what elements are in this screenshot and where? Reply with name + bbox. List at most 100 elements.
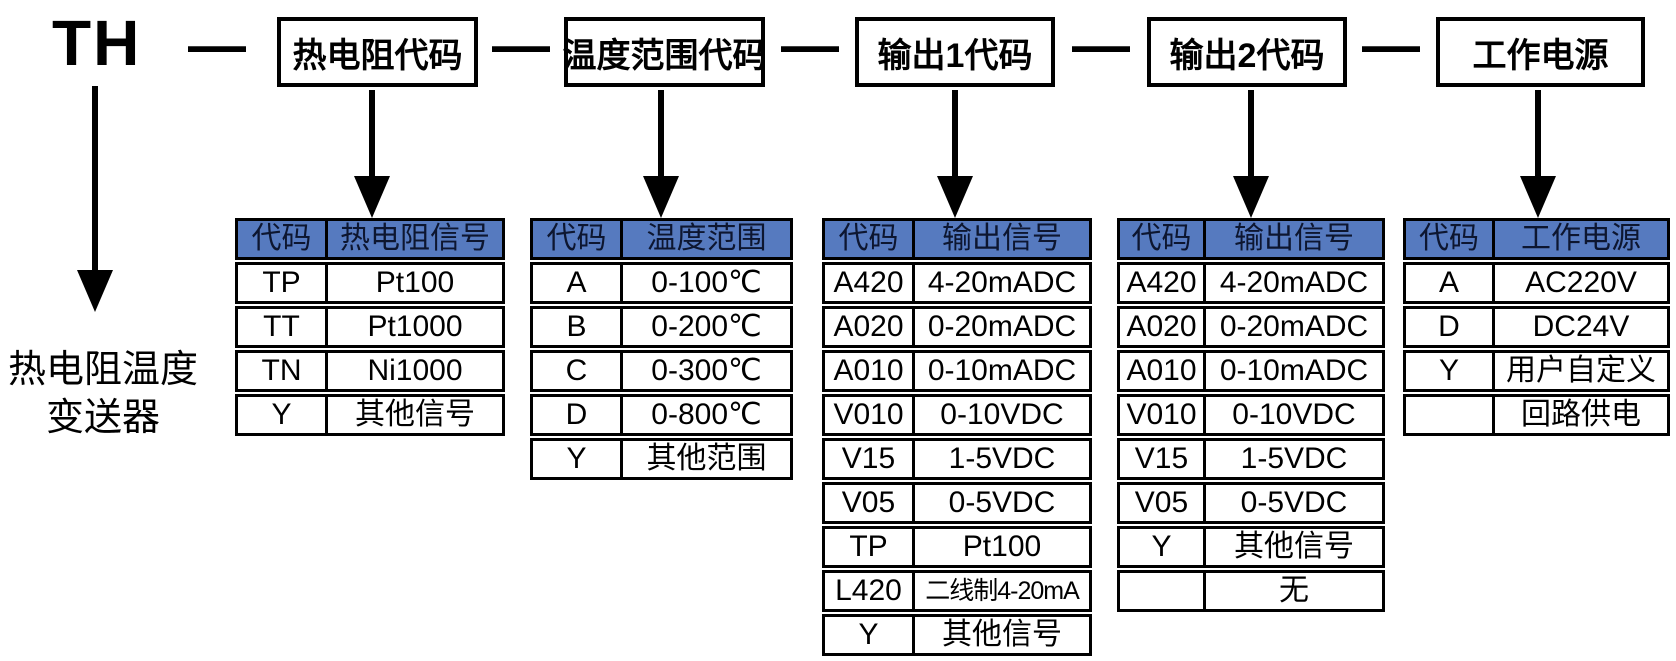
down-arrow-icon bbox=[77, 270, 113, 312]
segment-box-label: 工作电源 bbox=[1472, 36, 1609, 75]
code-cell: A020 bbox=[825, 309, 915, 345]
code-cell: D bbox=[533, 397, 623, 433]
code-cell: A bbox=[1406, 265, 1495, 301]
table-header-row: 代码输出信号 bbox=[1117, 218, 1385, 260]
code-cell: V15 bbox=[1120, 441, 1206, 477]
code-cell: 代码 bbox=[238, 221, 328, 257]
code-cell: 代码 bbox=[825, 221, 915, 257]
code-cell: Y bbox=[1406, 353, 1495, 389]
code-cell: Y bbox=[1120, 529, 1206, 565]
value-cell: 1-5VDC bbox=[948, 442, 1056, 475]
table-row: A020 0-20mADC bbox=[1117, 306, 1385, 348]
value-cell: 0-800℃ bbox=[651, 398, 762, 431]
value-cell: 输出信号 bbox=[1234, 222, 1354, 255]
code-cell: A420 bbox=[1120, 265, 1206, 301]
down-arrow-icon bbox=[643, 176, 679, 218]
down-arrow-icon bbox=[92, 86, 98, 272]
code-cell: Y bbox=[533, 441, 623, 477]
value-cell: 其他信号 bbox=[355, 398, 475, 431]
value-cell: 无 bbox=[1279, 574, 1309, 607]
table-row: A 0-100℃ bbox=[530, 262, 793, 304]
table-row: Y 其他信号 bbox=[235, 394, 505, 436]
table-row: V15 1-5VDC bbox=[1117, 438, 1385, 480]
product-name-label: 热电阻温度 变送器 bbox=[0, 346, 206, 442]
code-cell: D bbox=[1406, 309, 1495, 345]
code-cell: 代码 bbox=[533, 221, 623, 257]
code-cell: A bbox=[533, 265, 623, 301]
segment-box-label: 热电阻代码 bbox=[292, 36, 463, 75]
code-cell: V010 bbox=[1120, 397, 1206, 433]
table-row: A420 4-20mADC bbox=[1117, 262, 1385, 304]
code-cell bbox=[1406, 397, 1495, 433]
value-cell: 0-100℃ bbox=[651, 266, 762, 299]
segment-box-power-supply: 工作电源 bbox=[1436, 17, 1645, 87]
code-cell: A020 bbox=[1120, 309, 1206, 345]
table-row: L420 二线制4-20mA bbox=[822, 570, 1092, 612]
code-cell: TP bbox=[238, 265, 328, 301]
table-row: 回路供电 bbox=[1403, 394, 1670, 436]
code-cell: Y bbox=[825, 617, 915, 653]
value-cell: Pt100 bbox=[375, 266, 455, 299]
table-row: A010 0-10mADC bbox=[822, 350, 1092, 392]
value-cell: 回路供电 bbox=[1521, 398, 1641, 431]
down-arrow-icon bbox=[1248, 90, 1254, 178]
table-row: TP Pt100 bbox=[235, 262, 505, 304]
code-cell: TT bbox=[238, 309, 328, 345]
down-arrow-icon bbox=[1233, 176, 1269, 218]
value-cell: 0-5VDC bbox=[1240, 486, 1348, 519]
down-arrow-icon bbox=[1535, 90, 1541, 178]
value-cell: Ni1000 bbox=[367, 354, 463, 387]
output2-code-table: 代码输出信号 A420 4-20mADC A020 0-20mADC A010 0-10mA… bbox=[1117, 218, 1385, 614]
code-cell: L420 bbox=[825, 573, 915, 609]
code-cell: V15 bbox=[825, 441, 915, 477]
value-cell: AC220V bbox=[1525, 266, 1637, 299]
value-cell: 0-20mADC bbox=[927, 310, 1077, 343]
table-header-row: 代码温度范围 bbox=[530, 218, 793, 260]
table-row: V05 0-5VDC bbox=[1117, 482, 1385, 524]
model-prefix: TH bbox=[52, 7, 142, 79]
segment-box-temp-range-code: 温度范围代码 bbox=[562, 17, 767, 87]
value-cell: 0-10VDC bbox=[940, 398, 1064, 431]
code-cell: 代码 bbox=[1406, 221, 1495, 257]
value-cell: 其他信号 bbox=[942, 618, 1062, 651]
code-cell: Y bbox=[238, 397, 328, 433]
code-cell: A010 bbox=[825, 353, 915, 389]
value-cell: 其他信号 bbox=[1234, 530, 1354, 563]
down-arrow-icon bbox=[354, 176, 390, 218]
product-name-line2: 变送器 bbox=[45, 397, 160, 439]
table-row: A020 0-20mADC bbox=[822, 306, 1092, 348]
segment-box-label: 温度范围代码 bbox=[562, 36, 767, 75]
down-arrow-icon bbox=[937, 176, 973, 218]
value-cell: 1-5VDC bbox=[1240, 442, 1348, 475]
value-cell: 0-20mADC bbox=[1219, 310, 1369, 343]
separator-dash: — bbox=[188, 13, 246, 78]
value-cell: 0-10mADC bbox=[1219, 354, 1369, 387]
code-cell: C bbox=[533, 353, 623, 389]
value-cell: 4-20mADC bbox=[1219, 266, 1369, 299]
table-header-row: 代码输出信号 bbox=[822, 218, 1092, 260]
segment-box-rtd-code: 热电阻代码 bbox=[277, 17, 478, 87]
product-name-line1: 热电阻温度 bbox=[7, 349, 198, 391]
down-arrow-icon bbox=[952, 90, 958, 178]
value-cell: 二线制4-20mA bbox=[925, 577, 1080, 605]
code-cell: V05 bbox=[1120, 485, 1206, 521]
table-header-row: 代码工作电源 bbox=[1403, 218, 1670, 260]
value-cell: 0-10mADC bbox=[927, 354, 1077, 387]
code-cell: TP bbox=[825, 529, 915, 565]
down-arrow-icon bbox=[658, 90, 664, 178]
code-cell: V05 bbox=[825, 485, 915, 521]
value-cell: 输出信号 bbox=[942, 222, 1062, 255]
code-cell: A010 bbox=[1120, 353, 1206, 389]
